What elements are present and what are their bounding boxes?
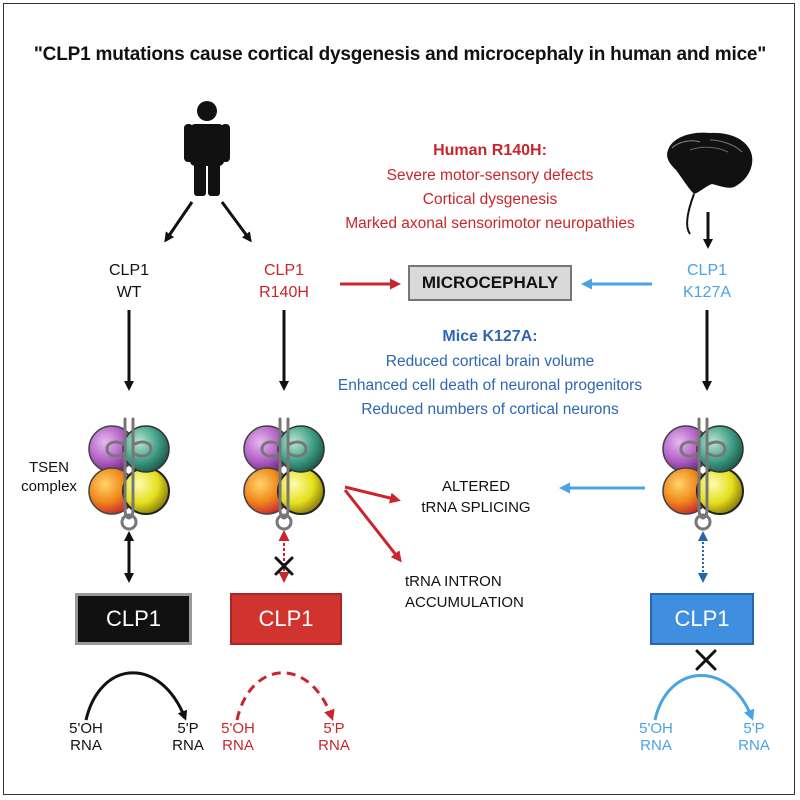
page-title: "CLP1 mutations cause cortical dysgenesi… [33, 44, 767, 65]
r140h-gene-label: CLP1 [263, 262, 305, 279]
clp1-k127a-box: CLP1 [650, 593, 754, 645]
mouse-icon [667, 132, 753, 235]
r140h-p-label: RNA [318, 737, 350, 754]
tsen-label: complex [21, 478, 77, 495]
wt-oh-label: RNA [70, 737, 102, 754]
mice-effect: Enhanced cell death of neuronal progenit… [337, 377, 643, 394]
r140h-kinase-arc [235, 671, 335, 721]
wt-variant-label: WT [116, 284, 142, 301]
intron-label: ACCUMULATION [405, 594, 524, 611]
k127a-gene-label: CLP1 [686, 262, 728, 279]
splicing-label: tRNA SPLICING [421, 499, 531, 516]
human-figure-icon [184, 101, 230, 196]
r140h-oh-label: RNA [222, 737, 254, 754]
tsen-to-splicing-arrow [344, 485, 401, 504]
wt-p-label: RNA [172, 737, 204, 754]
k127a-kinase-arc [653, 674, 755, 721]
tsen-to-intron-arrow [343, 489, 402, 563]
wt-p-label: 5'P [177, 720, 199, 737]
microcephaly-box: MICROCEPHALY [408, 265, 572, 301]
human-heading: Human R140H: [433, 142, 547, 159]
k127a-variant-label: K127A [682, 284, 732, 301]
splicing-label: ALTERED [441, 478, 511, 495]
human-effect: Severe motor-sensory defects [386, 167, 594, 184]
mice-effect: Reduced cortical brain volume [385, 353, 595, 370]
k127a-oh-label: RNA [640, 737, 672, 754]
tsen-complex-r140h [242, 417, 326, 531]
r140h-variant-label: R140H [259, 284, 309, 301]
human-effect: Marked axonal sensorimotor neuropathies [345, 215, 635, 232]
wt-gene-label: CLP1 [108, 262, 150, 279]
clp1-wt-box: CLP1 [75, 593, 192, 645]
r140h-oh-label: 5'OH [221, 720, 255, 737]
intron-label: tRNA INTRON [405, 573, 502, 590]
k127a-p-label: RNA [738, 737, 770, 754]
wt-oh-label: 5'OH [69, 720, 103, 737]
tsen-complex-wt [87, 417, 171, 531]
tsen-label: TSEN [28, 459, 69, 476]
k127a-p-label: 5'P [743, 720, 765, 737]
wt-kinase-arc [84, 671, 188, 721]
r140h-block-x-icon [274, 556, 294, 576]
clp1-r140h-box: CLP1 [230, 593, 342, 645]
human-to-r140h-arrow [220, 201, 252, 243]
r140h-p-label: 5'P [323, 720, 345, 737]
tsen-complex-k127a [661, 417, 745, 531]
k127a-oh-label: 5'OH [639, 720, 673, 737]
frame-border [3, 3, 795, 795]
mice-effect: Reduced numbers of cortical neurons [361, 401, 619, 418]
mice-heading: Mice K127A: [442, 328, 538, 345]
human-to-wt-arrow [164, 201, 194, 243]
human-effect: Cortical dysgenesis [422, 191, 558, 208]
k127a-block-x-icon [695, 649, 717, 671]
